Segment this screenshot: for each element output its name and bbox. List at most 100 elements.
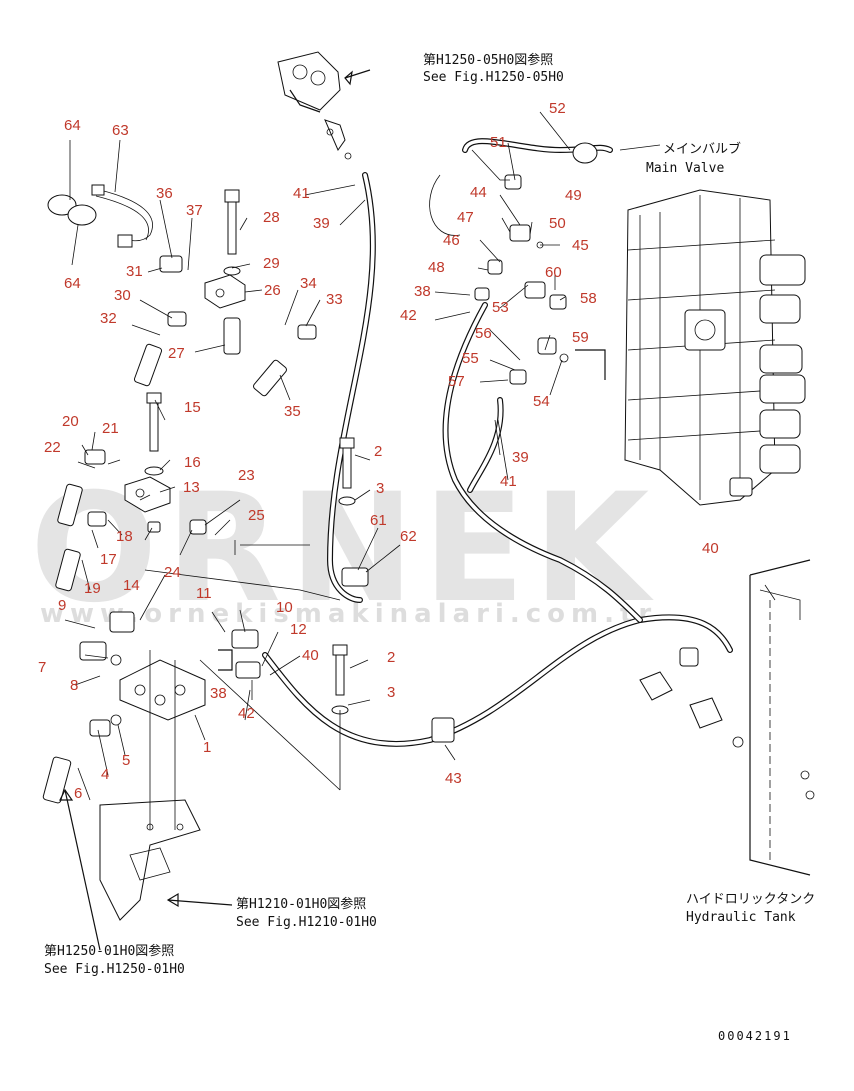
part-label-46: 46 bbox=[443, 232, 460, 249]
part-label-37: 37 bbox=[186, 202, 203, 219]
part-label-26: 26 bbox=[264, 282, 281, 299]
bolt-2-lower bbox=[331, 644, 349, 715]
part-label-36: 36 bbox=[156, 185, 173, 202]
part-label-3-a: 3 bbox=[376, 480, 384, 497]
part-label-29: 29 bbox=[263, 255, 280, 272]
part-label-30: 30 bbox=[114, 287, 131, 304]
bolt-28 bbox=[223, 189, 241, 276]
drawing-code: 00042191 bbox=[718, 1029, 792, 1043]
part-label-41-a: 41 bbox=[293, 185, 310, 202]
part-label-63: 63 bbox=[112, 122, 129, 139]
part-label-60: 60 bbox=[545, 264, 562, 281]
ref-main-valve-en: Main Valve bbox=[646, 161, 724, 176]
part-label-34: 34 bbox=[300, 275, 317, 292]
hose-52 bbox=[462, 138, 613, 164]
hose-63 bbox=[91, 184, 153, 248]
bolt-2-upper bbox=[338, 437, 356, 506]
part-label-2-b: 2 bbox=[387, 649, 395, 666]
upper-valve-drawing bbox=[277, 51, 371, 160]
part-label-50: 50 bbox=[549, 215, 566, 232]
part-label-18: 18 bbox=[116, 528, 133, 545]
part-label-52: 52 bbox=[549, 100, 566, 117]
part-label-44: 44 bbox=[470, 184, 487, 201]
leader-lines bbox=[59, 111, 661, 951]
block-26 bbox=[204, 274, 246, 309]
ref-h1250-01h0-en: See Fig.H1250-01H0 bbox=[44, 962, 185, 977]
part-label-19: 19 bbox=[84, 580, 101, 597]
hose-41-right bbox=[467, 397, 504, 493]
part-label-42-b: 42 bbox=[238, 705, 255, 722]
part-label-55: 55 bbox=[462, 350, 479, 367]
part-label-40-a: 40 bbox=[702, 540, 719, 557]
part-label-21: 21 bbox=[102, 420, 119, 437]
hose-40-main bbox=[262, 614, 733, 747]
part-label-49: 49 bbox=[565, 187, 582, 204]
watermark-url: www.ornekismakinalari.com.tr bbox=[40, 599, 657, 629]
part-label-27: 27 bbox=[168, 345, 185, 362]
part-label-51: 51 bbox=[490, 134, 507, 151]
part-label-42-a: 42 bbox=[400, 307, 417, 324]
part-label-28: 28 bbox=[263, 209, 280, 226]
part-label-8: 8 bbox=[70, 677, 78, 694]
part-label-40-b: 40 bbox=[302, 647, 319, 664]
part-label-25: 25 bbox=[248, 507, 265, 524]
part-label-10: 10 bbox=[276, 599, 293, 616]
part-label-39-a: 39 bbox=[313, 215, 330, 232]
block-1 bbox=[119, 659, 206, 721]
part-label-32: 32 bbox=[100, 310, 117, 327]
part-label-38-b: 38 bbox=[210, 685, 227, 702]
part-label-24: 24 bbox=[164, 564, 181, 581]
clamp-61-62 bbox=[341, 567, 369, 587]
pipe-27 bbox=[223, 317, 241, 355]
ref-main-valve-jp: メインバルブ bbox=[663, 141, 741, 157]
hose-38-42 bbox=[442, 302, 643, 623]
part-label-9: 9 bbox=[58, 597, 66, 614]
part-label-4: 4 bbox=[101, 766, 109, 783]
part-label-54: 54 bbox=[533, 393, 550, 410]
part-label-35: 35 bbox=[284, 403, 301, 420]
part-label-2-a: 2 bbox=[374, 443, 382, 460]
part-label-12: 12 bbox=[290, 621, 307, 638]
part-label-64-b: 64 bbox=[64, 275, 81, 292]
part-label-15: 15 bbox=[184, 399, 201, 416]
part-label-39-b: 39 bbox=[512, 449, 529, 466]
part-label-6: 6 bbox=[74, 785, 82, 802]
ref-h1250-05h0-en: See Fig.H1250-05H0 bbox=[423, 70, 564, 85]
block-13 bbox=[124, 476, 171, 513]
part-label-43: 43 bbox=[445, 770, 462, 787]
clamp-64-top bbox=[47, 194, 77, 216]
ref-h1210-01h0-en: See Fig.H1210-01H0 bbox=[236, 915, 377, 930]
part-labels: 1 2 2 3 3 4 5 6 7 8 9 10 11 12 13 14 15 … bbox=[38, 100, 719, 802]
reference-captions: 第H1250-05H0図参照 See Fig.H1250-05H0 メインバルブ… bbox=[44, 52, 815, 1043]
part-label-31: 31 bbox=[126, 263, 143, 280]
part-label-56: 56 bbox=[475, 325, 492, 342]
part-label-7: 7 bbox=[38, 659, 46, 676]
part-label-45: 45 bbox=[572, 237, 589, 254]
clamp-64-bottom bbox=[67, 204, 97, 226]
part-label-38-a: 38 bbox=[414, 283, 431, 300]
part-label-20: 20 bbox=[62, 413, 79, 430]
part-label-3-b: 3 bbox=[387, 684, 395, 701]
part-label-48: 48 bbox=[428, 259, 445, 276]
ref-hydraulic-tank-en: Hydraulic Tank bbox=[686, 910, 796, 925]
ref-h1210-01h0-jp: 第H1210-01H0図参照 bbox=[236, 896, 366, 912]
part-label-57: 57 bbox=[448, 373, 465, 390]
hydraulic-tank-drawing bbox=[639, 559, 815, 876]
fittings-left-mid bbox=[55, 449, 261, 679]
bolt-15 bbox=[144, 392, 164, 476]
part-label-1: 1 bbox=[203, 739, 211, 756]
part-label-41-b: 41 bbox=[500, 473, 517, 490]
part-label-61: 61 bbox=[370, 512, 387, 529]
part-label-59: 59 bbox=[572, 329, 589, 346]
ref-h1250-05h0-jp: 第H1250-05H0図参照 bbox=[423, 52, 553, 68]
part-label-11: 11 bbox=[196, 585, 212, 602]
part-label-23: 23 bbox=[238, 467, 255, 484]
ref-hydraulic-tank-jp: ハイドロリックタンク bbox=[686, 892, 815, 907]
part-label-13: 13 bbox=[183, 479, 200, 496]
part-label-5: 5 bbox=[122, 752, 130, 769]
part-label-53: 53 bbox=[492, 299, 509, 316]
part-label-16: 16 bbox=[184, 454, 201, 471]
fittings-left-lower bbox=[42, 654, 122, 804]
